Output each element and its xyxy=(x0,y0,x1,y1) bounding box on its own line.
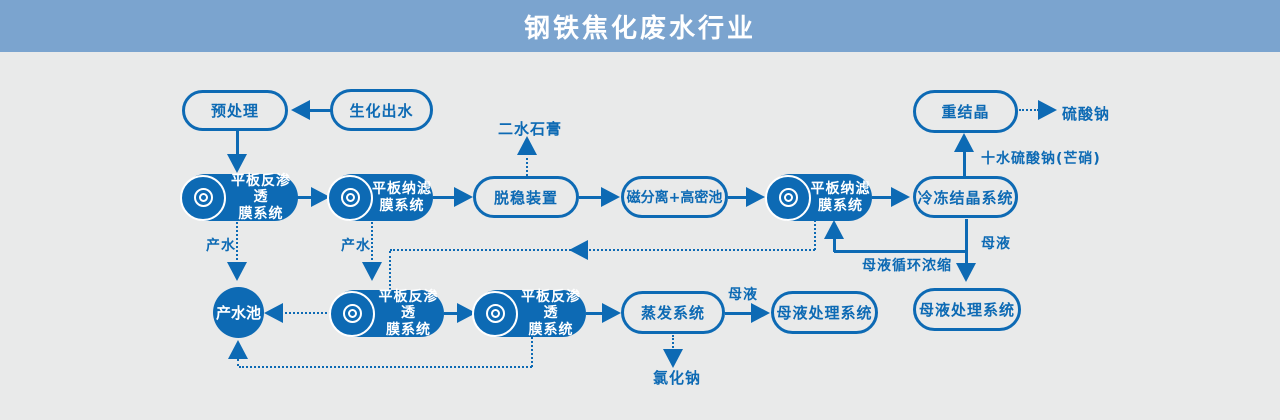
dotted-loop-up xyxy=(237,359,239,366)
node-ro-membrane-bottom-2: 平板反渗透 膜系统 xyxy=(472,289,586,338)
arrowhead-left-icon xyxy=(264,303,283,323)
node-label: 脱稳装置 xyxy=(493,188,558,207)
node-nf-membrane-right: 平板纳滤 膜系统 xyxy=(765,174,872,221)
node-label-line1: 平板反渗透 xyxy=(521,289,581,322)
arrowhead-up-icon xyxy=(824,220,844,239)
arrowhead-down-icon xyxy=(956,263,976,282)
node-label: 生化出水 xyxy=(349,101,414,120)
membrane-disc-icon xyxy=(765,174,811,221)
arrowhead-down-icon xyxy=(663,349,683,368)
arrowhead-right-icon xyxy=(891,187,910,207)
line-nf-to-destabilizer xyxy=(433,196,455,199)
membrane-disc-icon xyxy=(329,290,375,337)
node-pretreatment: 预处理 xyxy=(182,90,288,131)
node-label-line2: 膜系统 xyxy=(386,321,431,338)
membrane-disc-icon xyxy=(327,174,373,221)
node-label-line2: 膜系统 xyxy=(379,197,425,214)
node-ml-treatment-right: 母液处理系统 xyxy=(913,288,1021,331)
label-sodium-sulfate: 硫酸钠 xyxy=(1062,105,1111,123)
arrowhead-right-icon xyxy=(311,187,330,207)
arrowhead-right-icon xyxy=(1038,100,1057,120)
line-pretreatment-to-ro xyxy=(236,131,239,156)
arrowhead-right-icon xyxy=(751,303,770,323)
arrowhead-up-icon xyxy=(517,136,537,155)
arrowhead-right-icon xyxy=(601,187,620,207)
node-label: 重结晶 xyxy=(941,103,990,121)
node-label-line1: 平板反渗透 xyxy=(378,289,439,322)
node-label: 母液处理系统 xyxy=(776,304,873,322)
node-label-line2: 膜系统 xyxy=(238,205,284,222)
dotted-return-into-ro xyxy=(389,251,391,290)
node-ro-membrane-bottom-1: 平板反渗透 膜系统 xyxy=(329,289,444,338)
node-magnetic-separation: 磁分离+高密池 xyxy=(621,176,728,218)
dotted-nfright-down xyxy=(814,220,816,250)
line-ml-recycle-vertical xyxy=(833,238,836,252)
line-ml-recycle-horizontal xyxy=(834,250,967,253)
node-label: 蒸发系统 xyxy=(640,304,705,322)
dotted-ro-bottom-to-pool xyxy=(270,312,331,314)
dotted-destabilizer-to-gypsum xyxy=(526,153,528,176)
label-product-water-left: 产水 xyxy=(206,238,236,254)
label-mother-liquor-bottom: 母液 xyxy=(728,287,758,303)
node-ml-treatment-bottom: 母液处理系统 xyxy=(771,291,878,334)
arrowhead-down-icon xyxy=(227,262,247,281)
node-ro-membrane-top: 平板反渗透 膜系统 xyxy=(180,173,298,222)
label-mother-liquor-right: 母液 xyxy=(981,236,1011,252)
label-mother-liquor-recycle: 母液循环浓缩 xyxy=(862,258,952,274)
node-label-line1: 平板纳滤 xyxy=(810,181,871,198)
label-product-water-mid: 产水 xyxy=(341,238,371,254)
arrowhead-up-icon xyxy=(228,340,248,359)
node-nf-membrane-top: 平板纳滤 膜系统 xyxy=(327,174,433,221)
dotted-nf-to-ro-bottom xyxy=(371,222,373,264)
node-bio-effluent: 生化出水 xyxy=(330,89,433,131)
page-title: 钢铁焦化废水行业 xyxy=(523,13,756,44)
arrowhead-right-icon xyxy=(457,303,476,323)
node-label: 冷冻结晶系统 xyxy=(917,188,1014,207)
node-label: 磁分离+高密池 xyxy=(626,190,723,206)
node-freeze-crystallization: 冷冻结晶系统 xyxy=(913,176,1018,218)
arrowhead-right-icon xyxy=(602,303,621,323)
dotted-loop-down xyxy=(531,337,533,367)
dotted-loop-horizontal xyxy=(239,366,532,368)
dotted-return-horizontal xyxy=(390,249,815,251)
arrowhead-right-icon xyxy=(454,187,473,207)
node-evaporation: 蒸发系统 xyxy=(621,291,725,334)
line-magsep-to-nf xyxy=(728,196,747,199)
label-sodium-chloride: 氯化钠 xyxy=(653,369,702,387)
arrowhead-down-icon xyxy=(362,262,382,281)
arrowhead-left-icon xyxy=(291,100,310,120)
line-destabilizer-to-magsep xyxy=(579,196,602,199)
label-glauber-salt: 十水硫酸钠(芒硝) xyxy=(981,151,1101,167)
dotted-ro-to-pool xyxy=(236,222,238,264)
line-nf-to-freeze xyxy=(872,196,892,199)
line-ro2-to-evaporation xyxy=(586,312,603,315)
dotted-evap-to-nacl xyxy=(672,335,674,351)
node-label-line2: 膜系统 xyxy=(528,321,574,338)
node-label-line1: 平板反渗透 xyxy=(231,173,291,206)
line-ro1-to-ro2-bottom xyxy=(444,312,458,315)
arrowhead-left-icon xyxy=(569,240,588,260)
header-banner: 钢铁焦化废水行业 xyxy=(0,0,1280,52)
node-label-line2: 膜系统 xyxy=(818,197,863,214)
membrane-disc-icon xyxy=(472,290,518,337)
node-destabilizer: 脱稳装置 xyxy=(473,176,579,218)
arrowhead-down-icon xyxy=(227,154,247,173)
line-evaporation-to-mltreatment xyxy=(725,312,752,315)
node-label: 母液处理系统 xyxy=(918,301,1015,319)
membrane-disc-icon xyxy=(180,174,226,221)
arrowhead-up-icon xyxy=(954,133,974,152)
node-product-water-pool: 产水池 xyxy=(213,287,264,338)
node-label-line1: 平板纳滤 xyxy=(372,181,432,198)
label-gypsum: 二水石膏 xyxy=(498,120,563,138)
line-freeze-to-recryst xyxy=(963,150,966,177)
dotted-recryst-to-na2so4 xyxy=(1019,109,1039,111)
arrowhead-right-icon xyxy=(746,187,765,207)
node-label: 预处理 xyxy=(210,102,259,120)
line-bio-to-pretreatment xyxy=(310,109,331,112)
node-label: 产水池 xyxy=(215,304,261,322)
line-freeze-to-mltreatment xyxy=(965,219,968,265)
line-ro-to-nf xyxy=(297,196,312,199)
node-recrystallization: 重结晶 xyxy=(913,90,1018,133)
